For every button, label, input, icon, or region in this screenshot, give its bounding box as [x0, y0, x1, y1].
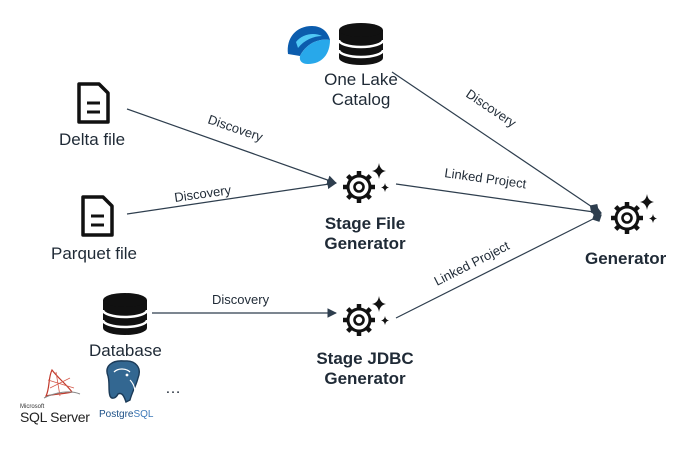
sql-server-microsoft-text: Microsoft — [20, 404, 45, 410]
generator-label: Generator — [585, 249, 667, 268]
delta-file-icon — [77, 82, 110, 124]
postgresql-text: PostgreSQL — [99, 409, 153, 420]
edge-label-parquet-discovery: Discovery — [173, 182, 232, 205]
stage-jdbc-generator-line-1: Stage JDBC — [316, 349, 414, 368]
onelake-logo-icon — [287, 26, 330, 65]
more-ellipsis: … — [165, 380, 181, 397]
parquet-file-label: Parquet file — [51, 244, 137, 263]
database-icon — [101, 291, 149, 337]
one-lake-catalog-line-1: One Lake — [324, 70, 398, 89]
postgresql-text-sql: SQL — [133, 409, 154, 420]
one-lake-catalog-label: One Lake Catalog — [316, 70, 406, 110]
edge-parquet-to-stage — [126, 179, 337, 215]
one-lake-catalog-line-2: Catalog — [331, 90, 391, 109]
edge-label-stage-jdbc-linked: Linked Project — [432, 238, 513, 289]
database-label: Database — [89, 341, 162, 360]
sql-server-text: SQL Server — [20, 409, 90, 425]
stage-file-generator-gear-icon — [343, 163, 389, 203]
edge-label-database-discovery: Discovery — [212, 292, 270, 307]
catalog-database-icon — [337, 21, 385, 67]
stage-file-generator-label: Stage File Generator — [310, 214, 420, 254]
edge-delta-to-stage — [126, 108, 337, 185]
stage-file-generator-line-1: Stage File — [324, 214, 406, 233]
stage-jdbc-generator-label: Stage JDBC Generator — [305, 349, 425, 389]
generator-gear-icon — [611, 194, 657, 234]
stage-jdbc-generator-gear-icon — [343, 296, 389, 336]
edge-stage-file-to-generator — [395, 183, 602, 218]
parquet-file-icon — [81, 195, 114, 237]
postgresql-text-main: Postgre — [99, 409, 134, 420]
postgresql-logo-icon — [106, 360, 140, 403]
sql-server-logo-icon — [43, 368, 81, 399]
edge-label-stage-file-linked: Linked Project — [444, 165, 528, 191]
delta-file-label: Delta file — [59, 130, 126, 149]
edge-onelake-to-generator — [391, 71, 599, 213]
stage-jdbc-generator-line-2: Generator — [324, 369, 406, 388]
stage-file-generator-line-2: Generator — [324, 234, 406, 253]
edge-stage-jdbc-to-generator — [395, 212, 602, 319]
edge-label-onelake-discovery: Discovery — [463, 86, 519, 131]
